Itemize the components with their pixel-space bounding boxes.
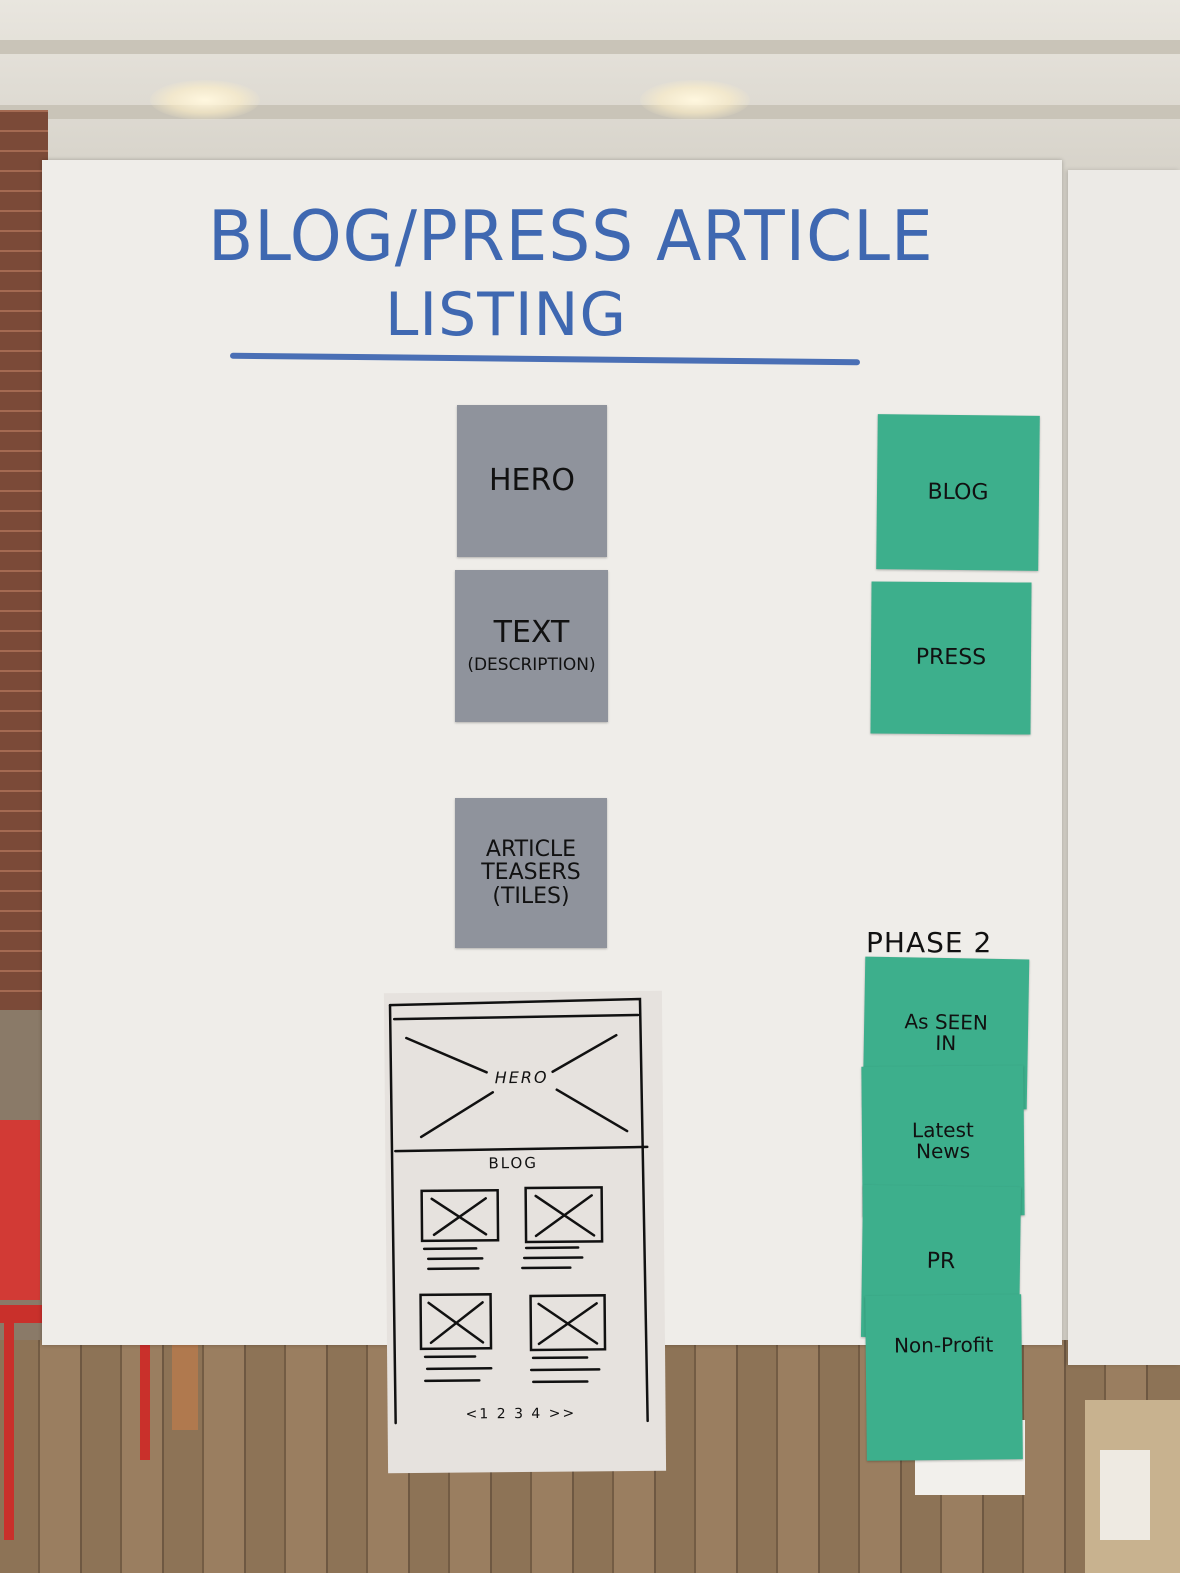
board-title-line2: LISTING	[385, 280, 627, 350]
note-text: IN	[935, 1033, 956, 1054]
sticky-note-article-teasers[interactable]: ARTICLE TEASERS (TILES)	[455, 798, 607, 948]
brick-wall	[0, 110, 48, 1010]
sticky-note-blog[interactable]: BLOG	[876, 414, 1040, 571]
ceiling	[0, 0, 1180, 170]
board-title-line1: BLOG/PRESS ARTICLE	[208, 196, 934, 277]
wireframe-section-label: BLOG	[488, 1154, 538, 1172]
note-text: PR	[927, 1250, 956, 1273]
note-text: PRESS	[916, 646, 987, 670]
note-text: BLOG	[927, 481, 988, 505]
note-text: TEASERS	[481, 861, 581, 884]
sticky-note-press[interactable]: PRESS	[870, 581, 1031, 734]
wireframe-drawing	[384, 991, 666, 1473]
note-text: TEXT	[494, 617, 570, 649]
ceiling-beam	[0, 40, 1180, 54]
note-text: HERO	[489, 465, 575, 497]
table-leg	[172, 1340, 198, 1430]
note-text: (TILES)	[492, 885, 569, 908]
ceiling-light	[640, 80, 750, 120]
phase-2-label: PHASE 2	[866, 926, 992, 959]
note-text: News	[916, 1141, 970, 1162]
note-text: ARTICLE	[486, 838, 576, 861]
bag-receipt	[1100, 1450, 1150, 1540]
ceiling-light	[150, 80, 260, 120]
sticky-note-non-profit[interactable]: Non-Profit	[865, 1294, 1023, 1461]
wireframe-hero-label: HERO	[495, 1068, 549, 1087]
sticky-note-text-description[interactable]: TEXT (DESCRIPTION)	[455, 570, 608, 722]
note-text: (DESCRIPTION)	[467, 657, 595, 675]
adjacent-paper-sheet	[1068, 170, 1180, 1365]
note-text: Non-Profit	[894, 1334, 993, 1356]
wireframe-pagination: <1 2 3 4 >>	[466, 1406, 577, 1423]
wireframe-sketch[interactable]: HERO BLOG <1 2 3 4 >>	[384, 991, 666, 1473]
sticky-note-hero[interactable]: HERO	[457, 405, 607, 557]
